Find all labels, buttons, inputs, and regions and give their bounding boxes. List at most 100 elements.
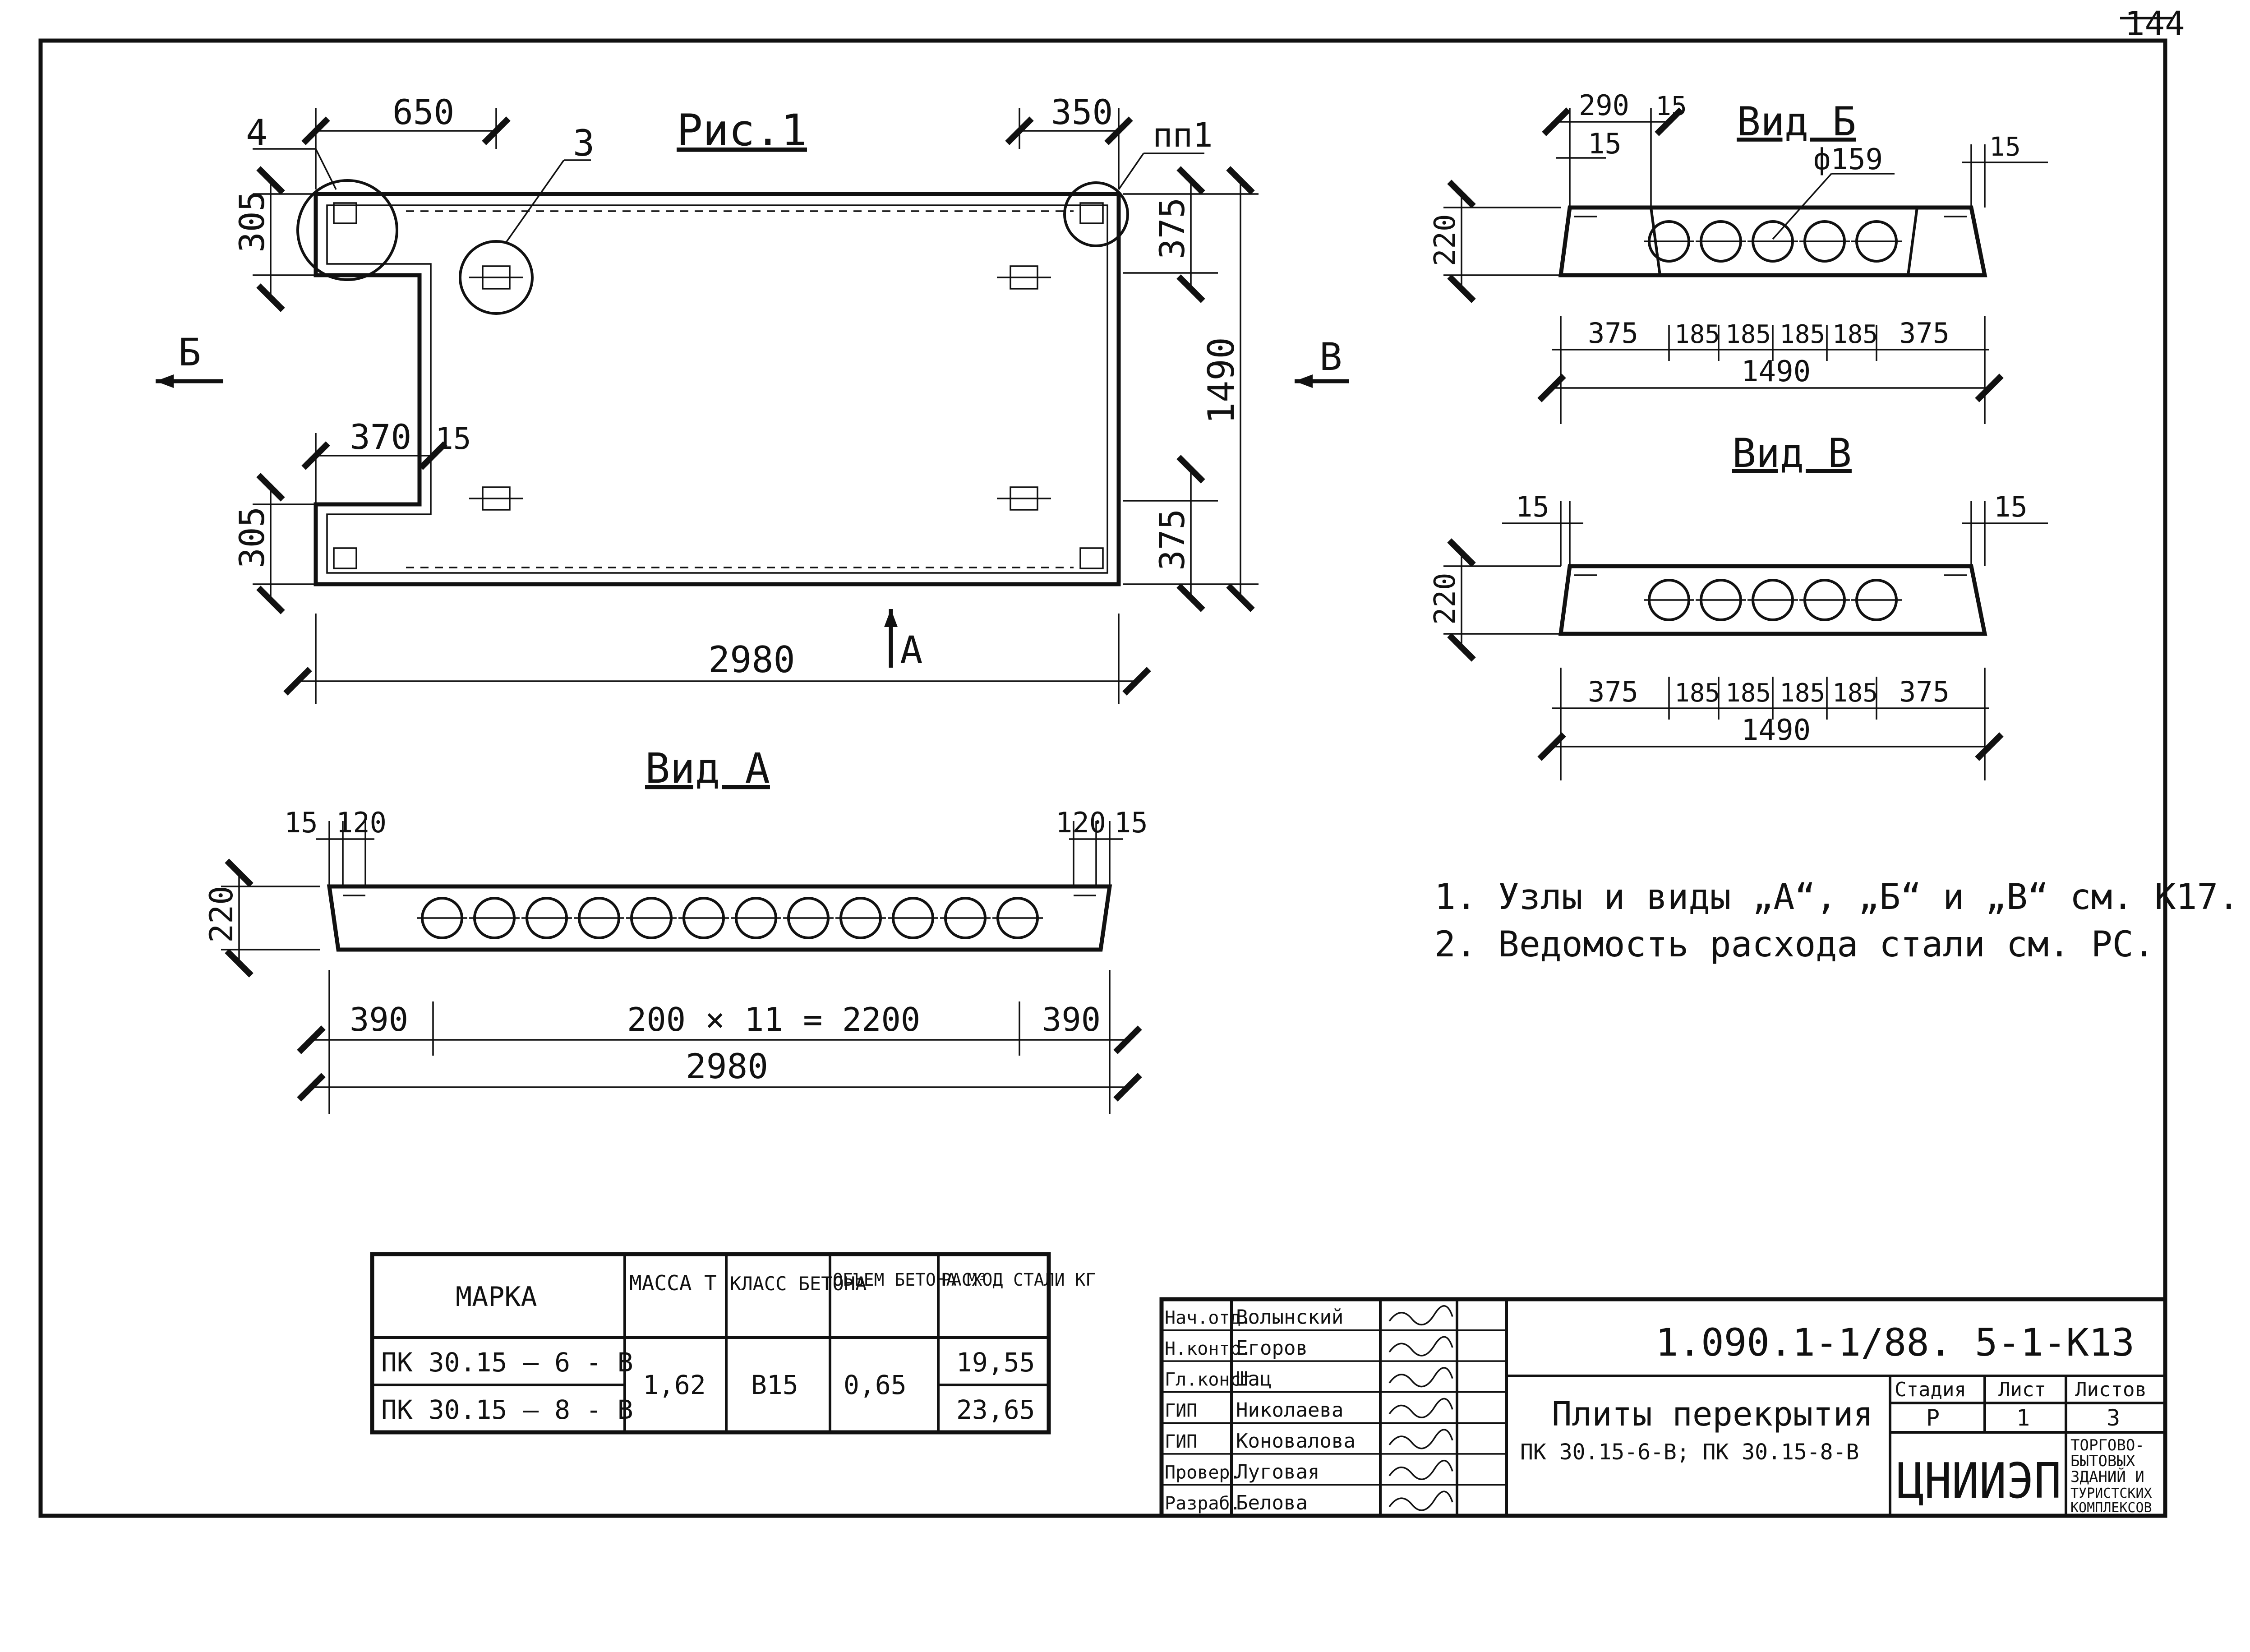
view-b-holes bbox=[1644, 220, 1902, 263]
shared-mass: 1,62 bbox=[643, 1370, 706, 1400]
row2-steel: 23,65 bbox=[956, 1394, 1035, 1425]
dim-a-120-left: 120 bbox=[336, 806, 387, 839]
title-block: Нач.отд.ВолынскийН.контр.ЕгоровГл.конст.… bbox=[1159, 1297, 2167, 1518]
dim-a-middle: 200 × 11 = 2200 bbox=[627, 1001, 920, 1038]
callout-circle-4 bbox=[296, 179, 398, 281]
dim-305-bottom: 305 bbox=[232, 507, 272, 568]
signature-scribble bbox=[1388, 1459, 1453, 1481]
section-label-v: В bbox=[1319, 335, 1342, 379]
dim-a-120-right: 120 bbox=[1056, 806, 1106, 839]
th-mass: МАССА Т bbox=[629, 1271, 717, 1295]
dim-1490-plan: 1490 bbox=[1200, 337, 1242, 424]
dim-b-s6: 375 bbox=[1899, 317, 1950, 350]
title-block-role: Провер. bbox=[1165, 1462, 1241, 1483]
callout-label-pn1: пп1 bbox=[1153, 116, 1213, 155]
slab-outline bbox=[314, 192, 1121, 586]
dim-b-s5: 185 bbox=[1832, 320, 1878, 349]
page-number: 144 bbox=[2125, 5, 2185, 43]
dim-15-notch: 15 bbox=[435, 421, 471, 456]
dim-b-15-b: 15 bbox=[1588, 127, 1622, 160]
doc-title-1: Плиты перекрытия bbox=[1552, 1395, 1873, 1434]
dim-a-15-right: 15 bbox=[1114, 806, 1148, 839]
section-arrow-v bbox=[1295, 374, 1349, 388]
view-a: Вид А 15 120 120 15 220 390 200 × 11 = 2… bbox=[203, 744, 1148, 1114]
dim-v-s6: 375 bbox=[1899, 675, 1950, 708]
view-a-slab bbox=[327, 884, 1112, 952]
title-block-name: Егоров bbox=[1236, 1337, 1308, 1360]
dim-b-diameter: ф159 bbox=[1813, 143, 1883, 176]
view-b-title: Вид Б bbox=[1737, 98, 1856, 145]
dim-650: 650 bbox=[392, 92, 454, 132]
dim-b-1490: 1490 bbox=[1741, 355, 1811, 388]
view-b: Вид Б 290 15 15 15 ф159 220 375 bbox=[1429, 89, 2048, 424]
title-block-name: Волынский bbox=[1236, 1306, 1343, 1329]
org-desc-2: БЫТОВЫХ bbox=[2070, 1452, 2135, 1470]
dim-a-390-left: 390 bbox=[350, 1001, 408, 1038]
row2-mark: ПК 30.15 – 8 - В bbox=[381, 1394, 633, 1425]
sheets-header: Листов bbox=[2075, 1378, 2147, 1401]
dim-v-15-right: 15 bbox=[1994, 490, 2028, 523]
org-desc-1: ТОРГОВО- bbox=[2070, 1436, 2144, 1454]
dim-305-top: 305 bbox=[232, 191, 272, 253]
signature-scribble bbox=[1388, 1429, 1453, 1449]
title-block-role: ГИП bbox=[1165, 1431, 1197, 1452]
dim-a-15-left: 15 bbox=[284, 806, 318, 839]
view-v-holes bbox=[1644, 579, 1902, 621]
dim-375-right-bottom: 375 bbox=[1152, 509, 1192, 571]
callout-label-4: 4 bbox=[246, 112, 267, 154]
org-desc-4: ТУРИСТСКИХ bbox=[2070, 1486, 2152, 1501]
lifting-loops bbox=[469, 265, 1051, 511]
th-steel: РАСХОД СТАЛИ КГ bbox=[941, 1270, 1096, 1290]
callout-circle-pn1 bbox=[1063, 181, 1129, 247]
view-v: Вид В 15 15 220 375 185 185 185 185 375 … bbox=[1429, 430, 2048, 780]
view-v-title: Вид В bbox=[1732, 430, 1852, 476]
sheet-frame bbox=[38, 17, 2172, 1518]
title-block-role: ГИП bbox=[1165, 1400, 1197, 1421]
th-mark: МАРКА bbox=[456, 1281, 537, 1313]
plan-view: Рис.1 4 3 bbox=[156, 92, 1349, 704]
title-block-role: Нач.отд. bbox=[1165, 1308, 1252, 1329]
section-arrow-b bbox=[156, 374, 223, 388]
row1-steel: 19,55 bbox=[956, 1347, 1035, 1378]
section-arrow-a bbox=[884, 609, 898, 668]
row1-mark: ПК 30.15 – 6 - В bbox=[381, 1347, 633, 1378]
title-block-role: Разраб. bbox=[1165, 1493, 1241, 1514]
stage-header: Стадия bbox=[1895, 1378, 1966, 1401]
view-a-holes bbox=[417, 897, 1043, 939]
signature-scribble bbox=[1388, 1490, 1453, 1511]
shared-class: В15 bbox=[751, 1370, 798, 1400]
dim-v-s2: 185 bbox=[1674, 678, 1720, 708]
dim-b-15-c: 15 bbox=[1989, 131, 2021, 162]
dim-v-15-left: 15 bbox=[1516, 490, 1549, 523]
dim-370: 370 bbox=[350, 417, 411, 457]
view-b-slab bbox=[1558, 205, 1987, 277]
callout-label-3: 3 bbox=[573, 122, 595, 164]
org-desc-5: КОМПЛЕКСОВ bbox=[2070, 1500, 2152, 1516]
view-v-slab bbox=[1558, 564, 1987, 636]
section-label-a: А bbox=[900, 628, 923, 672]
dim-b-s2: 185 bbox=[1674, 320, 1720, 349]
view-a-title: Вид А bbox=[645, 744, 770, 793]
sheets-value: 3 bbox=[2107, 1405, 2120, 1431]
callout-circle-3 bbox=[459, 240, 534, 315]
org-desc-3: ЗДАНИЙ И bbox=[2070, 1467, 2144, 1486]
sheet-value: 1 bbox=[2016, 1405, 2030, 1431]
sheet-header: Лист bbox=[1998, 1378, 2046, 1401]
dim-350: 350 bbox=[1051, 92, 1113, 132]
dim-a-220: 220 bbox=[203, 886, 240, 943]
plan-title: Рис.1 bbox=[677, 105, 807, 156]
th-volume: ОБЪЕМ БЕТОНА М³ bbox=[833, 1270, 987, 1290]
dim-a-390-right: 390 bbox=[1042, 1001, 1101, 1038]
signature-scribble bbox=[1388, 1305, 1453, 1326]
th-class: КЛАСС БЕТОНА bbox=[730, 1273, 867, 1295]
title-block-name: Коновалова bbox=[1236, 1430, 1356, 1453]
doc-title-2: ПК 30.15-6-В; ПК 30.15-8-В bbox=[1520, 1440, 1859, 1465]
dim-a-2980: 2980 bbox=[686, 1046, 768, 1086]
title-block-role: Гл.конст. bbox=[1165, 1370, 1263, 1390]
dim-v-s3: 185 bbox=[1725, 678, 1771, 708]
dim-b-s4: 185 bbox=[1780, 320, 1825, 349]
dim-v-s5: 185 bbox=[1832, 678, 1878, 708]
spec-table: МАРКА МАССА Т КЛАСС БЕТОНА ОБЪЕМ БЕТОНА … bbox=[370, 1252, 1096, 1435]
signature-scribble bbox=[1388, 1367, 1453, 1388]
